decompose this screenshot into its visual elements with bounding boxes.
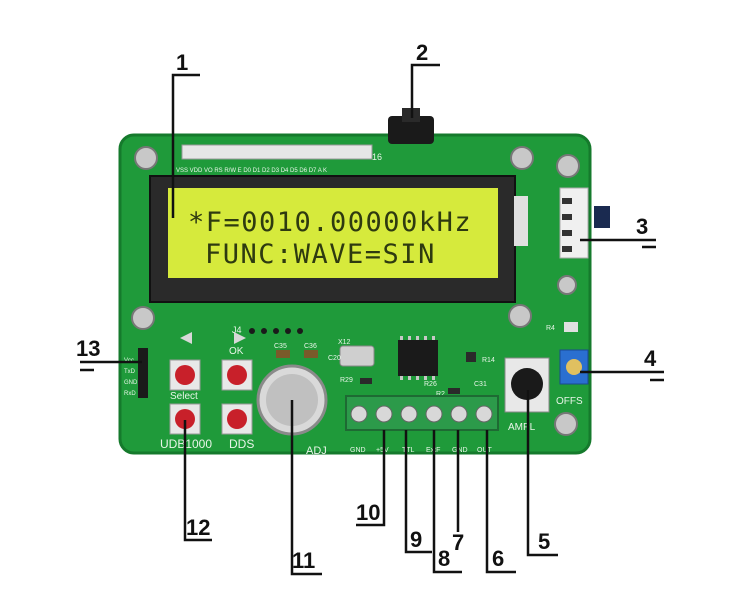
ok-label: OK [229,346,244,357]
pin-rxd: RxD [124,391,136,397]
adj-label: ADJ [306,445,327,457]
terminal-ttl: TTL [402,447,415,454]
ampl-knob [511,368,543,400]
callout-3: 3 [636,214,648,239]
callout-1: 1 [176,50,188,75]
j4-header [249,328,303,334]
power-jack [388,116,434,144]
r26-label: R26 [424,381,437,388]
header-pin-names: VSS VDD VO RS R/W E D0 D1 D2 D3 D4 D5 D6… [176,168,327,174]
terminal-gnd-1: GND [350,447,366,454]
serial-header [138,348,148,398]
lcd-header-pins [181,144,373,160]
right-arrow-icon [234,332,246,344]
callout-8: 8 [438,546,450,571]
mounting-screws [131,146,580,436]
c20-label: C20 [328,355,341,362]
terminal-gnd-2: GND [452,447,468,454]
callout-lines [80,63,664,576]
lcd-line-1: *F=0010.00000kHz [188,207,472,238]
offs-label: OFFS [556,396,583,407]
callout-12: 12 [186,515,210,540]
left-arrow-icon [180,332,192,344]
callout-6: 6 [492,546,504,571]
pin16-label: 16 [372,152,382,162]
callout-7: 7 [452,530,464,555]
c31-label: C31 [474,381,487,388]
r4-label: R4 [546,325,555,332]
pin-gnd: GND [124,380,138,386]
button-group [169,359,253,435]
j4-label: J4 [232,325,242,335]
lcd-line-2: FUNC:WAVE=SIN [205,239,436,270]
callout-10: 10 [356,500,380,525]
ampl-label: AMPL [508,422,536,433]
callout-5: 5 [538,529,550,554]
ic-chip [398,340,438,376]
select-label: Select [170,391,198,402]
terminal-5v: +5V [376,447,389,454]
terminal-out: OUT [477,447,493,454]
callout-11: 11 [292,548,315,573]
crystal [339,345,375,367]
connector-plug [594,206,610,228]
lcd-screen [168,188,498,278]
callout-9: 9 [410,527,422,552]
c36-label: C36 [304,343,317,350]
x12-label: X12 [338,339,351,346]
callout-13: 13 [76,336,100,361]
pin-txd: TxD [124,369,136,375]
r2-label: R2 [436,391,445,398]
callout-2: 2 [416,40,428,65]
terminal-block [345,395,499,431]
c35-label: C35 [274,343,287,350]
callout-4: 4 [644,346,657,371]
r29-label: R29 [340,377,353,384]
dds-label: DDS [229,437,254,451]
r14-label: R14 [482,357,495,364]
